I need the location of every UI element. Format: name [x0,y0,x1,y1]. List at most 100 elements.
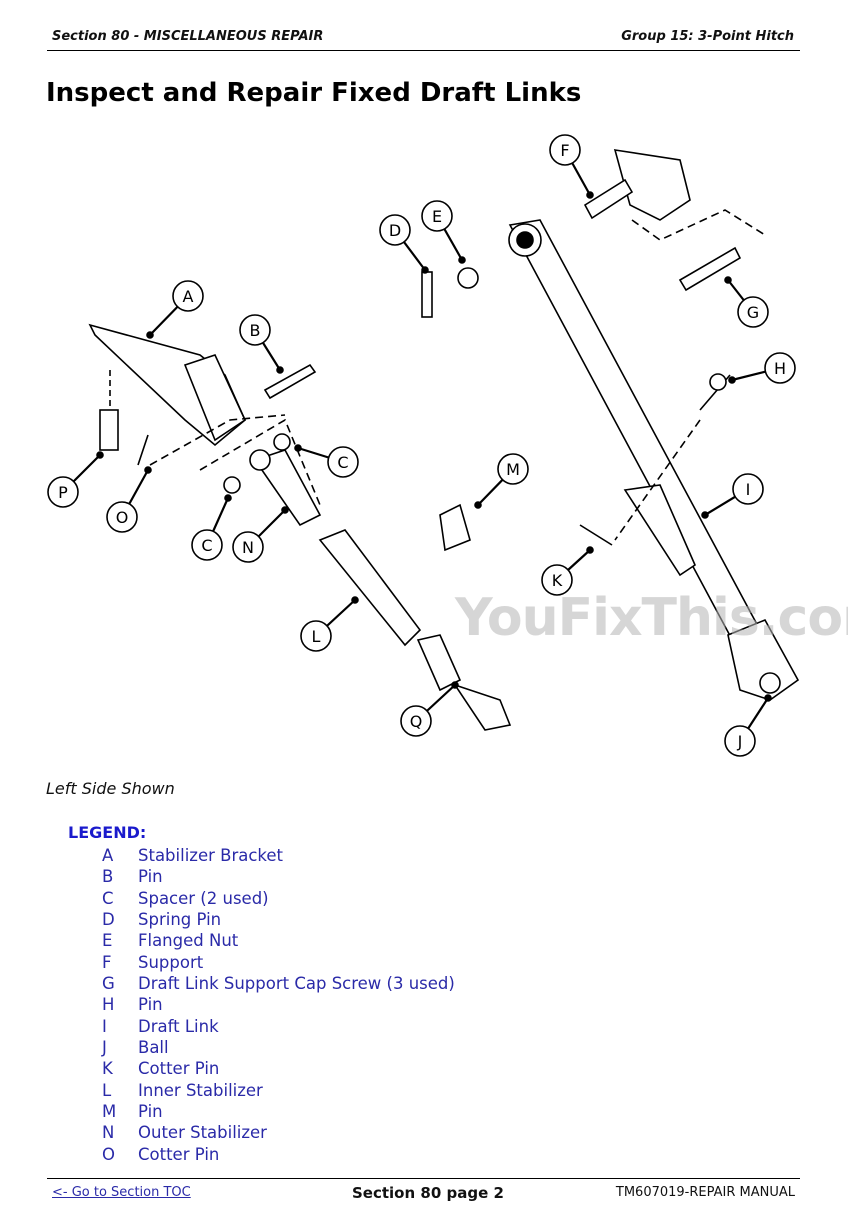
callout-circle [421,200,453,232]
leader-arrow [474,501,482,509]
callout-circle [232,531,264,563]
leader-arrow [294,444,302,452]
legend-label: Stabilizer Bracket [138,846,283,865]
leader-arrow [144,466,152,474]
callout-g: G [724,276,769,328]
legend-key: H [102,995,115,1015]
leader-arrow [586,546,594,554]
legend-label: Cotter Pin [138,1059,220,1079]
legend-key: K [102,1059,113,1079]
legend-label: Pin [138,867,163,887]
leader-arrow [764,694,772,702]
callout-label: C [337,453,348,472]
leader-arrow [146,331,154,339]
legend-key: C [102,888,114,908]
legend-title: LEGEND: [68,823,147,842]
legend-label: Draft Link [138,1016,219,1036]
watermark: YouFixThis.com [455,588,848,648]
legend-key: F [102,952,112,972]
callout-label: L [312,627,321,646]
callout-i: I [701,473,764,519]
callout-label: N [242,538,254,557]
callout-label: Q [410,712,423,731]
leader-arrow [351,596,359,604]
legend-label: Outer Stabilizer [138,1123,267,1143]
header-section: Section 80 - MISCELLANEOUS REPAIR [52,29,324,44]
leader-arrow [458,256,466,264]
callout-circle [239,314,271,346]
legend-label: Inner Stabilizer [138,1080,263,1100]
legend-item: M Pin [102,1101,455,1122]
legend-label: Cotter Pin [138,1144,220,1164]
callout-circle [732,473,764,505]
callout-label: F [560,141,569,160]
legend-item: L Inner Stabilizer [102,1080,455,1101]
callout-circle [172,280,204,312]
callout-circle [737,296,769,328]
callout-l: L [300,596,359,652]
callout-circle [106,501,138,533]
legend-key: J [102,1038,107,1058]
callout-circle [764,352,796,384]
legend-item: B Pin [102,866,455,887]
callout-f: F [549,134,594,199]
stabilizer-shapes [199,363,512,731]
leader-arrow [724,276,732,284]
callout-circle [191,529,223,561]
legend-label: Support [138,952,204,972]
callout-label: B [250,321,261,340]
leader-arrow [421,266,429,274]
callout-o: O [106,466,152,533]
legend-label: Pin [138,1102,163,1122]
figure-caption: Left Side Shown [46,779,175,798]
leader-arrow [451,681,459,689]
callout-circle [327,446,359,478]
leader-arrow [276,366,284,374]
legend-key: L [102,1080,112,1100]
callout-e: E [421,200,466,264]
callout-h: H [728,352,796,384]
legend-key: M [102,1102,117,1122]
page-number: Section 80 page 2 [352,1184,504,1202]
legend-item: J Ball [102,1037,455,1058]
legend-key: I [102,1016,107,1036]
page-title: Inspect and Repair Fixed Draft Links [46,78,582,108]
leader-arrow [701,511,709,519]
callout-label: I [746,480,751,499]
footer-rule [47,1178,800,1179]
leader-arrow [586,191,594,199]
legend-label: Ball [138,1038,169,1058]
callout-j: J [724,694,772,757]
draft-link-shape [508,219,800,701]
callout-k: K [541,546,594,596]
callout-label: A [183,287,194,306]
legend-key: G [102,974,115,994]
callout-a: A [146,280,204,339]
manual-id: TM607019-REPAIR MANUAL [615,1185,795,1200]
legend-key: B [102,867,114,887]
legend-item: F Support [102,952,455,973]
header-rule [47,50,800,51]
callout-circle [541,564,573,596]
callout-d: D [379,214,429,274]
callout-label: J [737,732,743,751]
callout-circle [549,134,581,166]
callout-label: P [58,483,68,502]
legend-item: C Spacer (2 used) [102,888,455,909]
callout-circle [724,725,756,757]
legend-label: Spring Pin [138,910,222,930]
legend-item: K Cotter Pin [102,1058,455,1079]
section-toc-link[interactable]: <- Go to Section TOC [52,1185,191,1200]
callout-label: M [506,460,520,479]
callout-circle [47,476,79,508]
legend-label: Spacer (2 used) [138,888,269,908]
legend-item: I Draft Link [102,1016,455,1037]
callout-label: H [774,359,786,378]
